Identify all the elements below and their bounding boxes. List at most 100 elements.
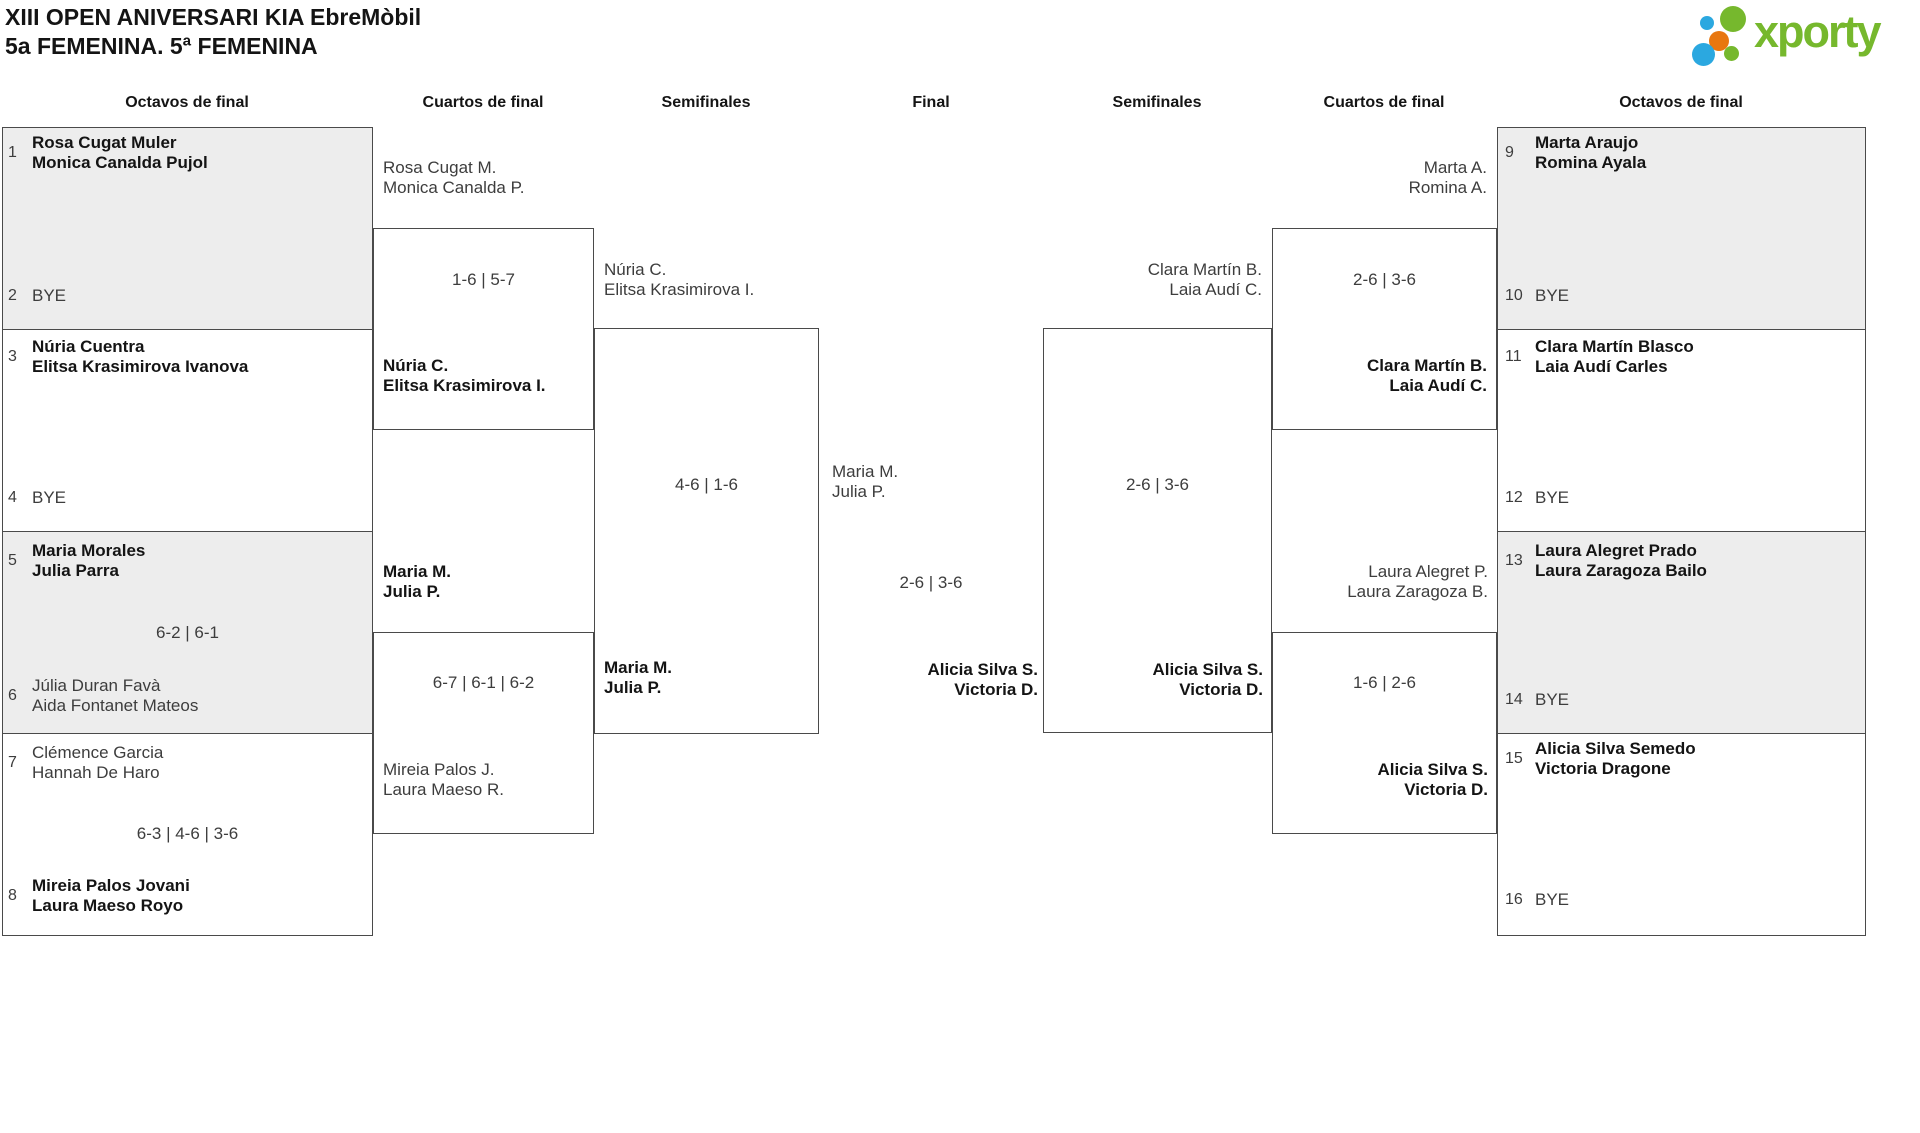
team-entry-12: 12 BYE bbox=[1505, 488, 1569, 508]
team-name: Victoria D. bbox=[1179, 680, 1263, 699]
team-name: Maria M. bbox=[383, 562, 452, 581]
logo-dot-blue-small-icon bbox=[1700, 16, 1714, 30]
round-header-sf-left: Semifinales bbox=[661, 94, 751, 111]
qf-left-bottom-team: Maria M.Julia P. bbox=[383, 562, 451, 602]
seed-number: 11 bbox=[1505, 348, 1522, 365]
qf-right-bottom-winner: Alicia Silva S.Victoria D. bbox=[1288, 760, 1488, 800]
player-name: Alicia Silva Semedo bbox=[1535, 739, 1696, 758]
match-box-qf-left-bottom bbox=[373, 632, 594, 834]
team-name: Núria C. bbox=[383, 356, 449, 375]
bye-label: BYE bbox=[1535, 488, 1570, 507]
player-name: Laura Zaragoza Bailo bbox=[1535, 561, 1707, 580]
seed-number: 16 bbox=[1505, 891, 1523, 908]
player-name: Aida Fontanet Mateos bbox=[32, 696, 199, 715]
player-name: Clara Martín Blasco bbox=[1535, 337, 1694, 356]
final-winner: Alicia Silva S.Victoria D. bbox=[838, 660, 1038, 700]
match-box-r16-right-4 bbox=[1497, 733, 1866, 936]
match-box-qf-right-top bbox=[1272, 228, 1497, 430]
qf-right-bottom-team: Laura Alegret P.Laura Zaragoza B. bbox=[1288, 562, 1488, 602]
player-name: Mireia Palos Jovani bbox=[32, 876, 190, 895]
qf-right-top-team: Marta A.Romina A. bbox=[1287, 158, 1487, 198]
logo-dot-orange-icon bbox=[1709, 31, 1729, 51]
team-name: Marta A. bbox=[1423, 158, 1487, 177]
match-box-r16-left-1 bbox=[2, 127, 373, 330]
seed-number: 10 bbox=[1505, 287, 1523, 304]
player-name: Victoria Dragone bbox=[1535, 759, 1671, 778]
team-name: Laia Audí C. bbox=[1389, 376, 1487, 395]
round-header-r16-left: Octavos de final bbox=[125, 94, 249, 111]
qf-left-bottom-loser: Mireia Palos J.Laura Maeso R. bbox=[383, 760, 504, 800]
qf-left-top-team: Rosa Cugat M.Monica Canalda P. bbox=[383, 158, 524, 198]
player-name: Elitsa Krasimirova Ivanova bbox=[32, 357, 249, 376]
match-score-sf-left: 4-6 | 1-6 bbox=[674, 475, 738, 494]
xporty-logo[interactable]: xporty bbox=[1690, 2, 1918, 66]
player-name: Laia Audí Carles bbox=[1535, 357, 1668, 376]
team-name: Maria M. bbox=[604, 658, 673, 677]
page-title: XIII OPEN ANIVERSARI KIA EbreMòbil 5a FE… bbox=[5, 3, 421, 61]
round-header-r16-right: Octavos de final bbox=[1619, 94, 1743, 111]
player-name: Marta Araujo bbox=[1535, 133, 1639, 152]
player-name: Clémence Garcia bbox=[32, 743, 164, 762]
player-name: Júlia Duran Favà bbox=[32, 676, 161, 695]
tournament-name: XIII OPEN ANIVERSARI KIA EbreMòbil bbox=[5, 4, 422, 30]
match-score-qf-left-top: 1-6 | 5-7 bbox=[451, 270, 515, 289]
match-score-r16-5v6: 6-2 | 6-1 bbox=[155, 623, 219, 642]
team-name: Elitsa Krasimirova I. bbox=[604, 280, 755, 299]
match-box-qf-right-bottom bbox=[1272, 632, 1497, 834]
bye-label: BYE bbox=[1535, 690, 1570, 709]
seed-number: 8 bbox=[8, 887, 17, 904]
player-name: Hannah De Haro bbox=[32, 763, 160, 782]
match-box-qf-left-top bbox=[373, 228, 594, 430]
qf-left-top-winner: Núria C.Elitsa Krasimirova I. bbox=[383, 356, 546, 396]
match-score-qf-left-bottom: 6-7 | 6-1 | 6-2 bbox=[432, 673, 535, 692]
player-name: Laura Maeso Royo bbox=[32, 896, 184, 915]
seed-number: 15 bbox=[1505, 750, 1523, 767]
player-name: Monica Canalda Pujol bbox=[32, 153, 208, 172]
match-score-sf-right: 2-6 | 3-6 bbox=[1125, 475, 1189, 494]
seed-number: 3 bbox=[8, 348, 17, 365]
team-name: Mireia Palos J. bbox=[383, 760, 495, 779]
team-name: Julia P. bbox=[832, 482, 886, 501]
team-name: Núria C. bbox=[604, 260, 667, 279]
final-team-1: Maria M.Julia P. bbox=[832, 462, 898, 502]
seed-number: 14 bbox=[1505, 691, 1523, 708]
seed-number: 9 bbox=[1505, 144, 1514, 161]
xporty-logo-text: xporty bbox=[1754, 6, 1882, 57]
team-name: Victoria D. bbox=[1404, 780, 1488, 799]
seed-number: 6 bbox=[8, 687, 17, 704]
team-name: Rosa Cugat M. bbox=[383, 158, 497, 177]
logo-dot-green-large-icon bbox=[1720, 6, 1746, 32]
team-name: Victoria D. bbox=[954, 680, 1038, 699]
match-score-qf-right-top: 2-6 | 3-6 bbox=[1352, 270, 1416, 289]
team-name: Julia P. bbox=[383, 582, 441, 601]
seed-number: 12 bbox=[1505, 489, 1523, 506]
team-entry-4: 4 BYE bbox=[8, 488, 66, 508]
match-box-sf-right bbox=[1043, 328, 1272, 733]
team-name: Alicia Silva S. bbox=[1152, 660, 1263, 679]
team-entry-16: 16 BYE bbox=[1505, 890, 1569, 910]
team-name: Maria M. bbox=[832, 462, 899, 481]
bye-label: BYE bbox=[1535, 890, 1570, 909]
seed-number: 5 bbox=[8, 552, 17, 569]
match-box-r16-right-3 bbox=[1497, 531, 1866, 734]
team-name: Elitsa Krasimirova I. bbox=[383, 376, 546, 395]
category-name: 5a FEMENINA. 5ª FEMENINA bbox=[5, 33, 318, 59]
bye-label: BYE bbox=[32, 488, 67, 507]
round-header-final: Final bbox=[912, 94, 950, 111]
sf-left-top-team: Núria C.Elitsa Krasimirova I. bbox=[604, 260, 754, 300]
team-entry-2: 2 BYE bbox=[8, 286, 66, 306]
team-name: Alicia Silva S. bbox=[927, 660, 1038, 679]
bye-label: BYE bbox=[1535, 286, 1570, 305]
player-name: Núria Cuentra bbox=[32, 337, 145, 356]
match-box-sf-left bbox=[594, 328, 819, 734]
player-name: Julia Parra bbox=[32, 561, 119, 580]
player-name: Romina Ayala bbox=[1535, 153, 1647, 172]
